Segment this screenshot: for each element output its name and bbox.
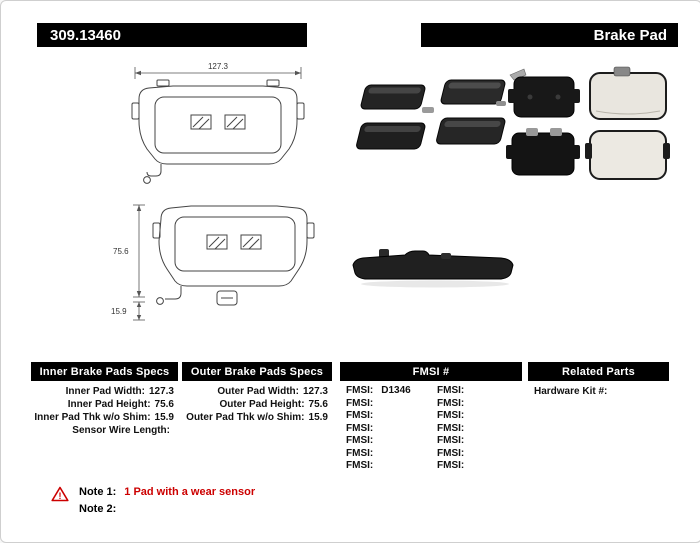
spec-row: Inner Pad Thk w/o Shim: 15.9 <box>31 411 178 424</box>
part-number: 309.13460 <box>50 26 121 44</box>
fmsi-row: FMSI: FMSI: <box>340 398 522 411</box>
spec-value: 15.9 <box>154 412 174 423</box>
spec-value: 15.9 <box>308 412 328 423</box>
spec-value: 75.6 <box>308 399 328 410</box>
fmsi-title: FMSI # <box>412 365 450 378</box>
part-number-bar: 309.13460 <box>37 23 307 47</box>
thickness-dimension-label: 15.9 <box>111 307 127 316</box>
fmsi-row: FMSI: D1346 FMSI: <box>340 385 522 398</box>
spec-row: Outer Pad Width: 127.3 <box>182 385 332 398</box>
spec-label: Outer Pad Width: <box>217 386 299 397</box>
product-name-bar: Brake Pad <box>421 23 678 47</box>
fmsi-label: FMSI: <box>346 447 374 459</box>
spec-value: 75.6 <box>154 399 174 410</box>
fmsi-label: FMSI: <box>346 385 374 396</box>
note-2: Note 2: <box>79 503 124 515</box>
pad-top-view-drawing: 127.3 <box>131 62 305 184</box>
inner-specs-header: Inner Brake Pads Specs <box>31 362 178 381</box>
fmsi-value: D1346 <box>381 385 411 396</box>
fmsi-label: FMSI: <box>437 385 465 396</box>
fmsi-row: FMSI: FMSI: <box>340 423 522 436</box>
fmsi-label: FMSI: <box>437 447 465 459</box>
related-parts-row: Hardware Kit #: <box>528 385 669 398</box>
note-1: Note 1: 1 Pad with a wear sensor <box>79 486 255 498</box>
spec-label: Inner Pad Thk w/o Shim: <box>34 412 151 423</box>
spec-row: Inner Pad Width: 127.3 <box>31 385 178 398</box>
fmsi-label: FMSI: <box>437 410 465 421</box>
pad-friction-side-photo <box>506 66 670 180</box>
outer-specs-table: Outer Brake Pads Specs Outer Pad Width: … <box>182 362 332 424</box>
svg-text:!: ! <box>59 491 62 501</box>
fmsi-table: FMSI # FMSI: D1346 FMSI: FMSI: FMSI: FMSI… <box>340 362 522 473</box>
fmsi-label: FMSI: <box>346 397 374 409</box>
fmsi-header: FMSI # <box>340 362 522 381</box>
fmsi-label: FMSI: <box>346 410 374 421</box>
pad-set-photo <box>356 79 506 150</box>
spec-label: Outer Pad Thk w/o Shim: <box>186 412 305 423</box>
fmsi-label: FMSI: <box>346 422 374 434</box>
spec-value: 127.3 <box>302 386 328 397</box>
fmsi-label: FMSI: <box>437 422 465 434</box>
spec-row: Inner Pad Height: 75.6 <box>31 398 178 411</box>
page-title: Brake Pad <box>593 26 667 44</box>
related-parts-header: Related Parts <box>528 362 669 381</box>
fmsi-row: FMSI: FMSI: <box>340 448 522 461</box>
note-2-label: Note 2: <box>79 503 117 515</box>
pad-front-view-drawing: 75.6 15.9 <box>111 204 315 321</box>
warning-triangle-icon: ! <box>51 486 69 502</box>
fmsi-label: FMSI: <box>346 460 374 471</box>
related-label: Hardware Kit #: <box>534 386 608 397</box>
spec-label: Inner Pad Height: <box>67 399 151 410</box>
spec-value: 127.3 <box>148 386 174 397</box>
fmsi-label: FMSI: <box>437 460 465 471</box>
pad-edge-photo <box>352 249 514 288</box>
spec-row: Outer Pad Height: 75.6 <box>182 398 332 411</box>
fmsi-row: FMSI: FMSI: <box>340 460 522 473</box>
hardware-clip-icon <box>509 68 527 81</box>
outer-specs-header: Outer Brake Pads Specs <box>182 362 332 381</box>
height-dimension-label: 75.6 <box>113 247 129 256</box>
fmsi-row: FMSI: FMSI: <box>340 435 522 448</box>
outer-specs-title: Outer Brake Pads Specs <box>190 365 324 378</box>
related-parts-title: Related Parts <box>562 365 635 378</box>
spec-label: Sensor Wire Length: <box>72 425 170 436</box>
fmsi-label: FMSI: <box>437 397 465 409</box>
spec-row: Outer Pad Thk w/o Shim: 15.9 <box>182 411 332 424</box>
fmsi-row: FMSI: FMSI: <box>340 410 522 423</box>
inner-specs-title: Inner Brake Pads Specs <box>39 365 170 378</box>
width-dimension-label: 127.3 <box>208 62 229 71</box>
note-1-label: Note 1: <box>79 486 117 498</box>
note-1-text: 1 Pad with a wear sensor <box>124 486 256 498</box>
fmsi-label: FMSI: <box>346 435 374 446</box>
spec-row: Sensor Wire Length: <box>31 424 178 437</box>
related-parts-table: Related Parts Hardware Kit #: <box>528 362 669 398</box>
fmsi-label: FMSI: <box>437 435 465 446</box>
spec-label: Inner Pad Width: <box>65 386 145 397</box>
inner-specs-table: Inner Brake Pads Specs Inner Pad Width: … <box>31 362 178 437</box>
spec-label: Outer Pad Height: <box>219 399 305 410</box>
